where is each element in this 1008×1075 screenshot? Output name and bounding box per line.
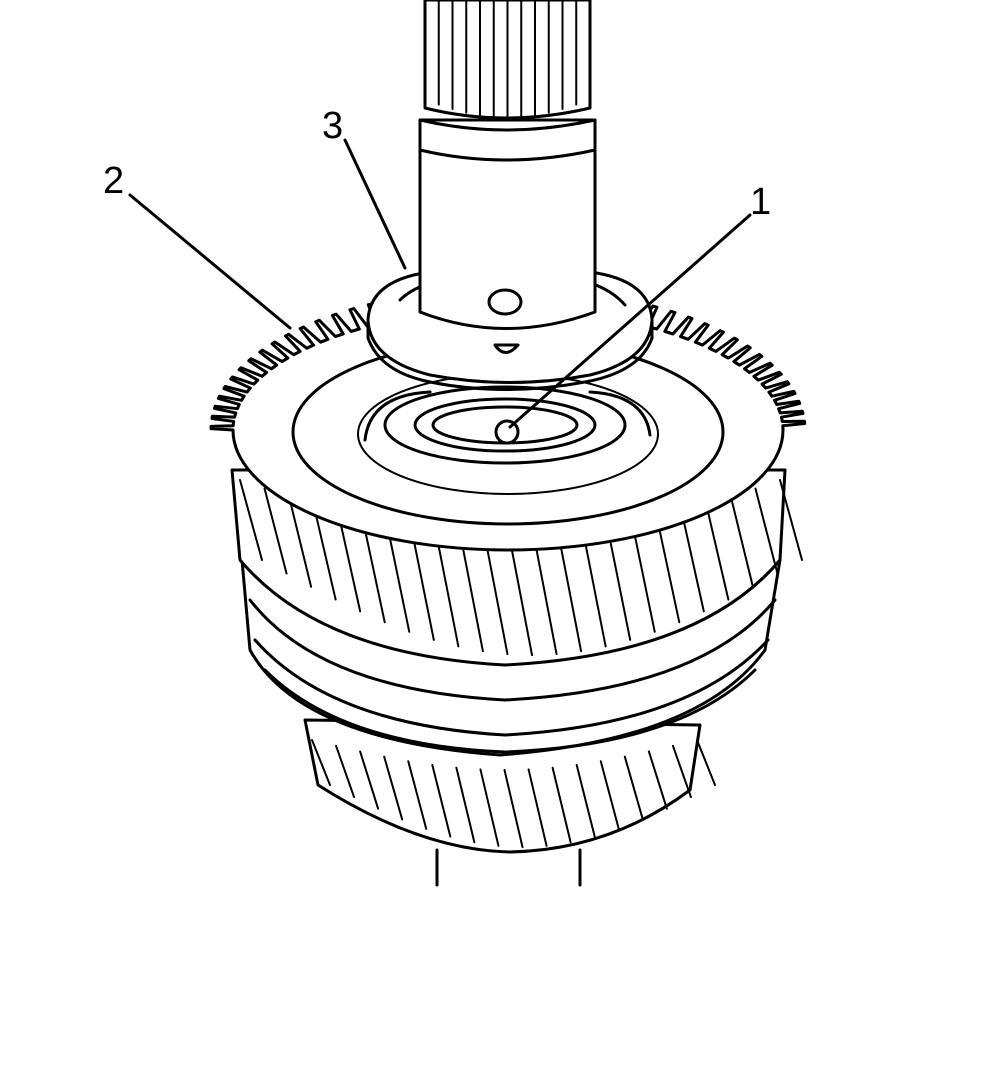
side-tooth <box>582 533 607 648</box>
side-tooth <box>558 536 583 653</box>
lower-tooth <box>647 750 668 810</box>
side-tooth <box>263 487 288 575</box>
lower-tooth <box>671 744 692 799</box>
side-tooth <box>337 511 362 613</box>
lower-tooth <box>551 766 572 844</box>
lower-tooth <box>359 750 380 810</box>
callout-2: 2 <box>103 160 124 202</box>
side-tooth <box>484 538 509 656</box>
lower-tooth <box>335 744 356 799</box>
lower-tooth <box>599 760 620 830</box>
lower-helical-gear <box>303 718 716 887</box>
side-tooth <box>631 524 656 633</box>
callout-3: 3 <box>322 105 343 147</box>
lower-tooth <box>431 763 452 838</box>
bearing-race <box>363 385 652 465</box>
side-tooth <box>288 495 313 588</box>
lower-tooth <box>623 755 644 821</box>
lower-tooth <box>455 766 476 844</box>
side-tooth <box>656 518 681 624</box>
output-shaft <box>418 0 597 354</box>
lower-tooth <box>575 763 596 838</box>
side-tooth <box>361 518 386 624</box>
leader-line-1 <box>508 213 752 429</box>
lower-tooth <box>479 768 500 847</box>
side-tooth <box>779 479 803 561</box>
side-tooth <box>239 479 263 561</box>
side-tooth <box>705 503 730 601</box>
lower-tooth <box>503 769 524 848</box>
side-tooth <box>386 524 411 633</box>
callout-1: 1 <box>750 181 771 223</box>
side-tooth <box>607 529 632 641</box>
side-tooth <box>410 529 435 641</box>
side-tooth <box>729 495 754 588</box>
side-tooth <box>509 539 533 656</box>
side-tooth <box>435 533 460 648</box>
side-tooth <box>754 487 779 575</box>
side-tooth <box>312 503 337 601</box>
lower-tooth <box>696 739 716 786</box>
lower-tooth <box>527 768 548 847</box>
side-tooth <box>680 511 705 613</box>
lower-tooth <box>407 760 428 830</box>
side-tooth <box>533 538 558 656</box>
leader-line-3 <box>343 138 407 270</box>
side-tooth <box>459 536 484 653</box>
leader-line-2 <box>128 193 292 330</box>
lower-tooth <box>311 739 331 786</box>
lower-tooth <box>383 755 404 821</box>
